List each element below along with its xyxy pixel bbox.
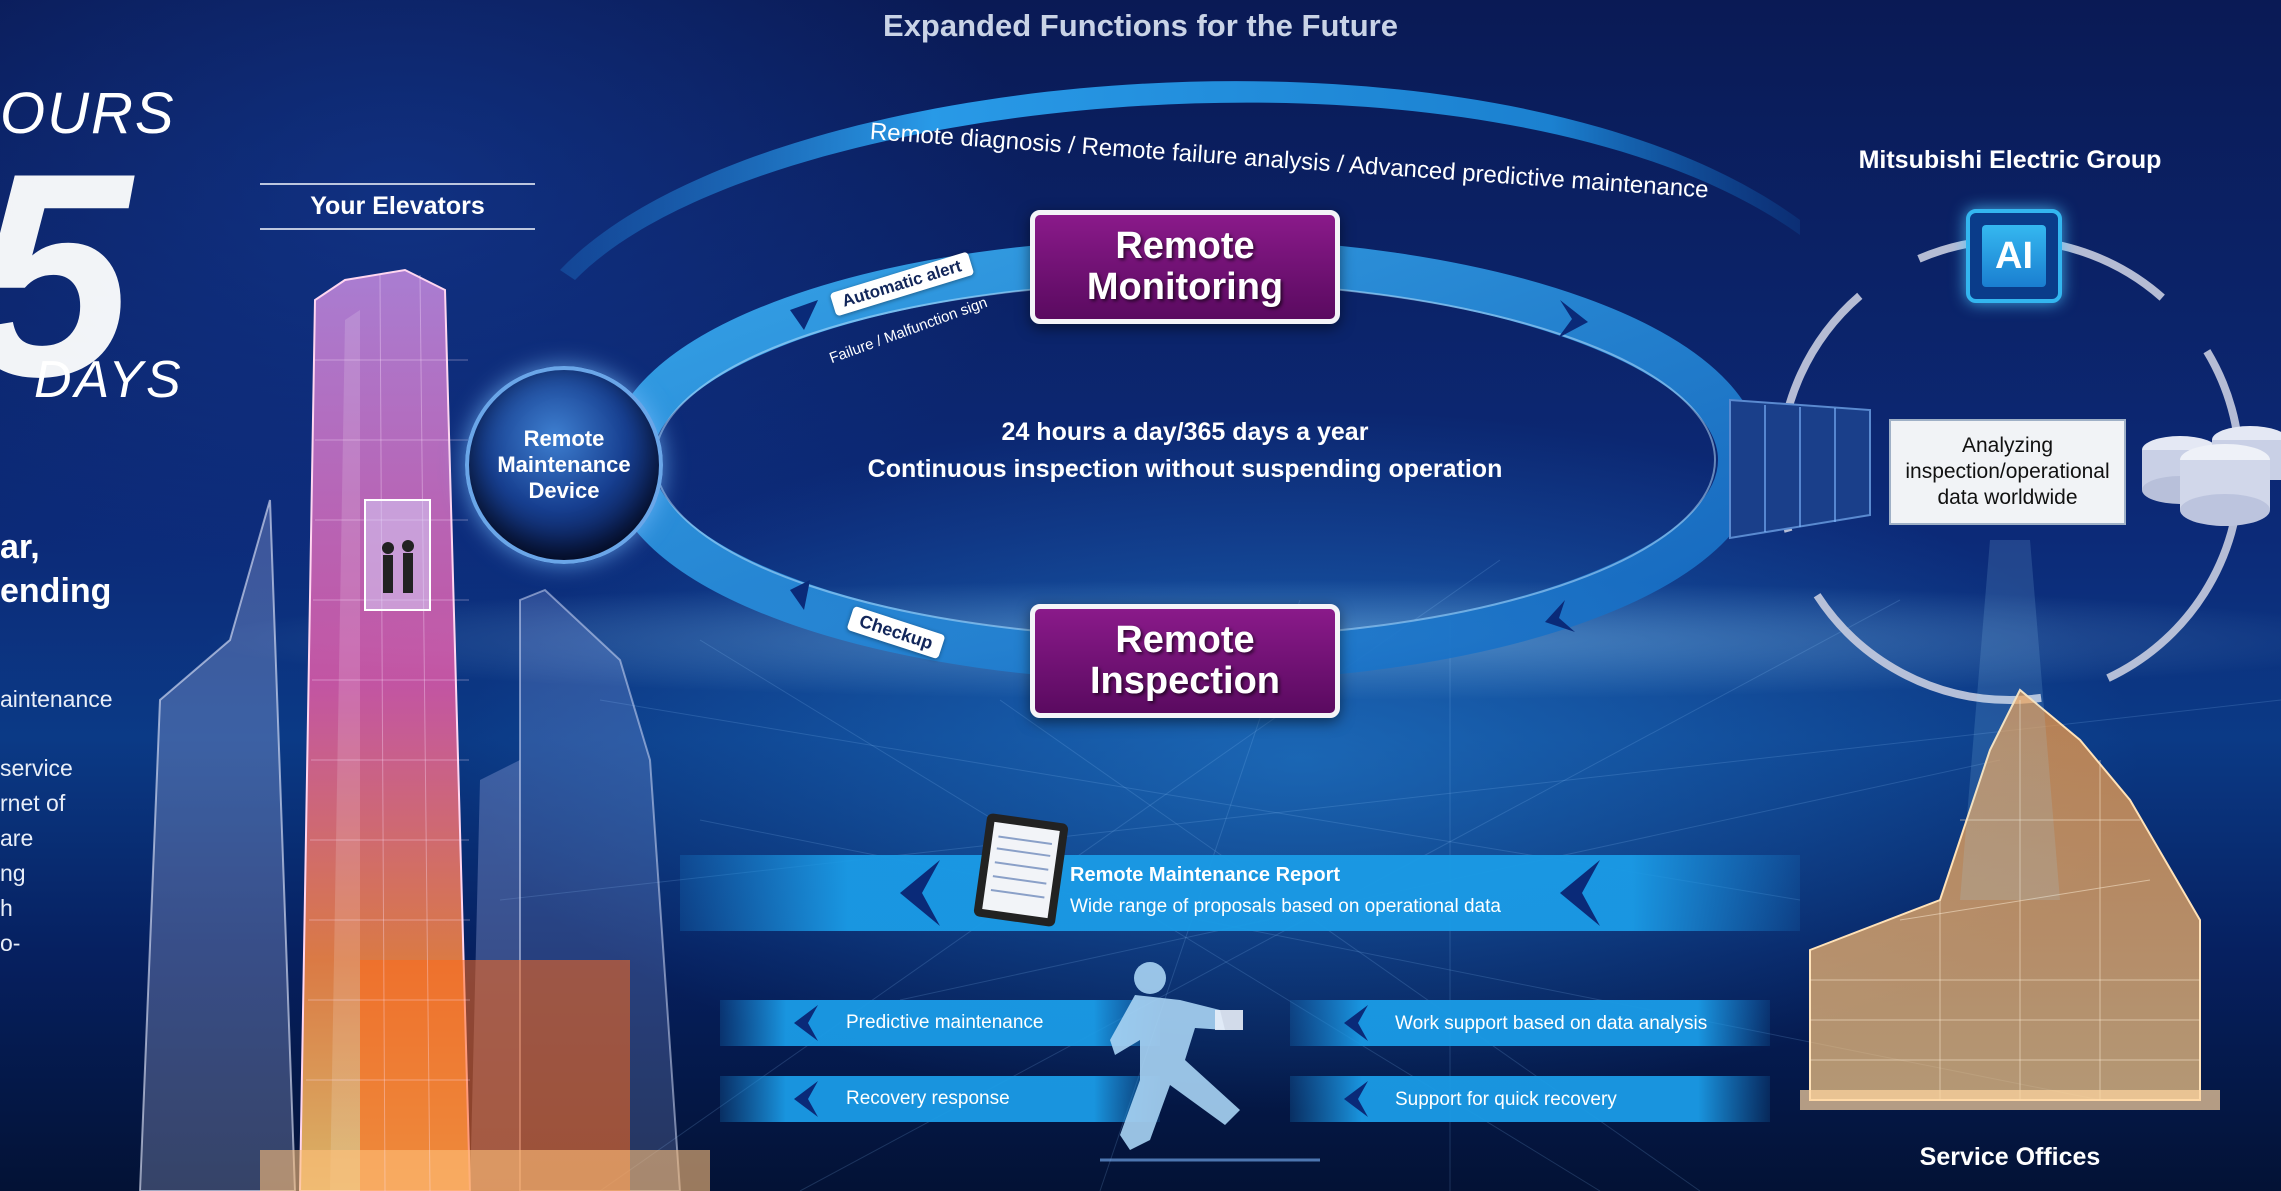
recovery-response-label: Recovery response xyxy=(846,1088,1010,1109)
left-big-top: OURS xyxy=(0,81,176,146)
left-big-days: DAYS xyxy=(34,351,184,409)
remote-monitoring-label: Remote Monitoring xyxy=(1086,225,1284,308)
ai-label: AI xyxy=(1982,225,2046,287)
left-headline-1: ar, xyxy=(0,528,40,566)
remote-inspection-label: Remote Inspection xyxy=(1089,619,1281,702)
left-headline-2: ending xyxy=(0,572,112,610)
left-text-line: service xyxy=(0,755,73,781)
predictive-maintenance-label: Predictive maintenance xyxy=(846,1012,1044,1033)
left-text-line: rnet of xyxy=(0,790,66,816)
device-label: Remote Maintenance Device xyxy=(497,426,631,503)
left-big-numeral: 5 xyxy=(0,130,131,420)
left-text-line: ng xyxy=(0,860,26,886)
bar-work-support xyxy=(1290,1000,1770,1046)
ring-arrow-right-bottom xyxy=(1545,600,1575,632)
page-title: Expanded Functions for the Future xyxy=(883,8,1398,43)
top-arc-band xyxy=(560,81,1800,280)
center-line-2: Continuous inspection without suspending… xyxy=(867,455,1503,483)
quick-recovery-label: Support for quick recovery xyxy=(1395,1089,1617,1110)
your-elevators-label: Your Elevators xyxy=(310,192,485,220)
left-text-line: o- xyxy=(0,930,21,956)
center-line-1: 24 hours a day/365 days a year xyxy=(1001,418,1369,446)
bar-recovery xyxy=(720,1076,1160,1122)
left-buildings xyxy=(138,268,710,1191)
left-text-line: h xyxy=(0,895,13,921)
analyzing-label: Analyzing inspection/operational data wo… xyxy=(1905,434,2110,509)
right-building xyxy=(1800,688,2220,1110)
work-support-label: Work support based on data analysis xyxy=(1395,1013,1708,1034)
report-title: Remote Maintenance Report xyxy=(1070,864,1341,886)
database-cylinders xyxy=(2142,426,2281,526)
remote-inspection-box: Remote Inspection xyxy=(1030,604,1340,718)
ring-arrow-left-top xyxy=(790,300,818,330)
running-technician-icon xyxy=(1110,962,1243,1150)
server-racks xyxy=(1729,398,1871,540)
service-offices-label: Service Offices xyxy=(1919,1143,2101,1171)
report-bar xyxy=(680,855,1800,931)
tablet-icon xyxy=(973,813,1069,927)
bar-quick-recovery xyxy=(1290,1076,1770,1122)
report-subtitle: Wide range of proposals based on operati… xyxy=(1070,896,1501,917)
ai-icon: AI xyxy=(1966,209,2062,303)
remote-monitoring-box: Remote Monitoring xyxy=(1030,210,1340,324)
left-text-line: are xyxy=(0,825,34,851)
bar-predictive xyxy=(720,1000,1160,1046)
remote-maintenance-device: Remote Maintenance Device xyxy=(465,366,663,564)
ring-arrow-left-bottom xyxy=(790,580,810,610)
bar-chevrons xyxy=(794,860,1600,1117)
ring-arrow-right-top xyxy=(1558,300,1588,338)
mitsubishi-label: Mitsubishi Electric Group xyxy=(1858,146,2162,174)
data-beam xyxy=(1960,540,2060,900)
analyzing-box: Analyzing inspection/operational data wo… xyxy=(1889,419,2126,525)
left-text-line: aintenance xyxy=(0,686,113,712)
